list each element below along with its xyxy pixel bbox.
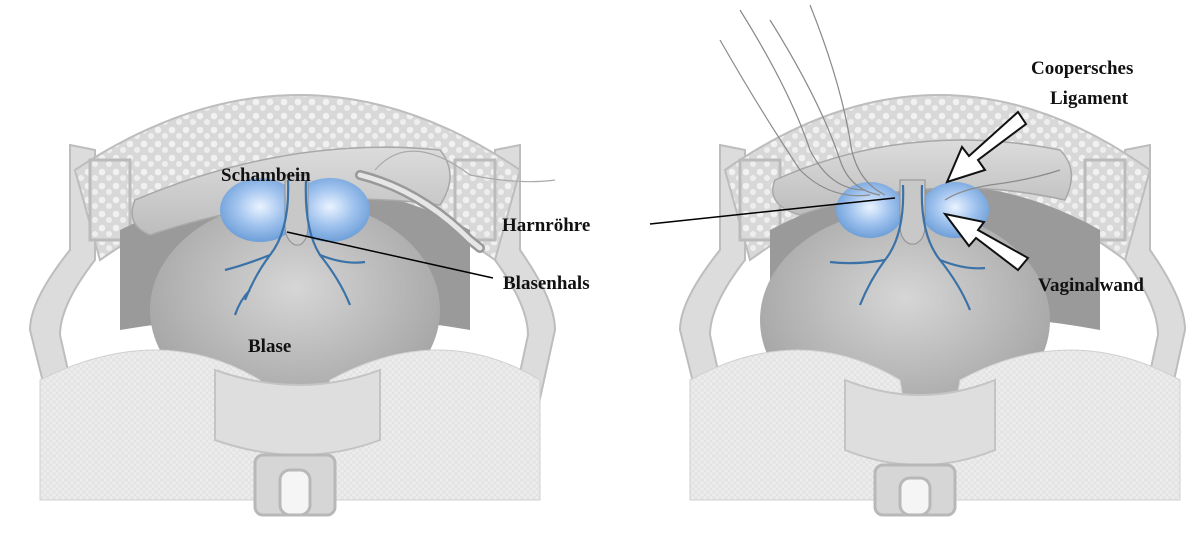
label-vaginalwand: Vaginalwand <box>1038 275 1144 296</box>
label-blase: Blase <box>248 336 291 357</box>
label-blasenhals: Blasenhals <box>503 273 590 294</box>
label-coopersches: Coopersches <box>1031 58 1133 79</box>
label-ligament: Ligament <box>1050 88 1129 109</box>
label-schambein: Schambein <box>221 165 311 186</box>
left-panel <box>30 95 555 515</box>
label-harnroehre: Harnröhre <box>502 215 590 236</box>
right-panel <box>650 5 1185 515</box>
